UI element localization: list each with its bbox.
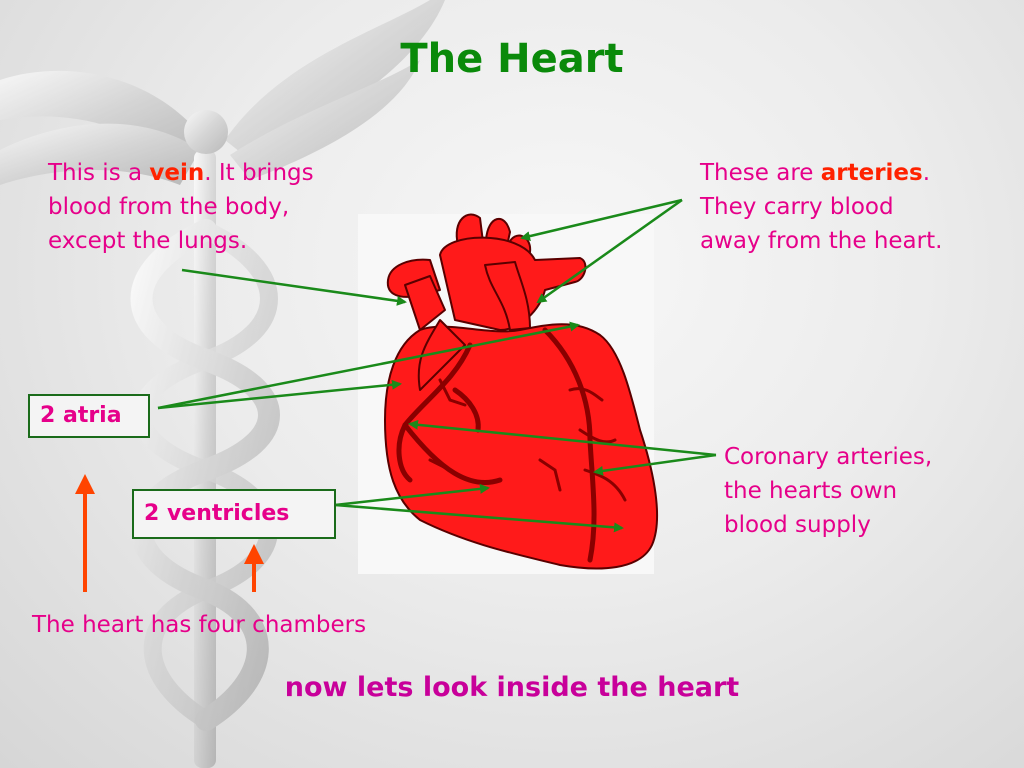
ventricles-pointer-left xyxy=(334,483,490,507)
up-arrow-icon xyxy=(244,544,264,592)
vein-pointer xyxy=(181,268,407,306)
vein-note: This is a vein. It brings blood from the… xyxy=(48,156,314,258)
arteries-pointer-pulmonary xyxy=(536,198,683,304)
atria-pointer-right xyxy=(157,321,580,410)
footer-text: now lets look inside the heart xyxy=(284,672,740,703)
ventricles-label: 2 ventricles xyxy=(144,501,290,526)
chambers-note: The heart has four chambers xyxy=(32,612,367,638)
coronary-pointer-upper xyxy=(408,419,717,457)
arteries-note-line1: These are arteries. xyxy=(700,160,931,186)
arteries-keyword: arteries xyxy=(820,160,923,186)
coronary-note-line3: blood supply xyxy=(724,512,871,538)
arteries-note-line2: They carry blood xyxy=(700,194,894,220)
vein-keyword: vein xyxy=(149,160,205,186)
slide-title: The Heart xyxy=(400,36,624,82)
vein-note-line2: blood from the body, xyxy=(48,194,290,220)
coronary-note: Coronary arteries, the hearts own blood … xyxy=(724,440,932,542)
vein-note-line3: except the lungs. xyxy=(48,228,248,254)
arteries-note-line3: away from the heart. xyxy=(700,228,943,254)
arteries-note: These are arteries. They carry blood awa… xyxy=(700,156,942,258)
vein-note-line1: This is a vein. It brings xyxy=(48,160,314,186)
atria-label-box: 2 atria xyxy=(28,394,150,438)
coronary-note-line1: Coronary arteries, xyxy=(724,444,933,470)
ventricles-label-box: 2 ventricles xyxy=(132,489,336,539)
atria-label: 2 atria xyxy=(40,403,122,428)
ventricles-pointer-right xyxy=(334,503,624,533)
coronary-pointer-lower xyxy=(593,453,717,476)
up-arrow-icon xyxy=(75,474,95,592)
atria-pointer-left xyxy=(157,379,402,410)
coronary-note-line2: the hearts own xyxy=(724,478,898,504)
arteries-pointer-aorta xyxy=(520,198,683,242)
